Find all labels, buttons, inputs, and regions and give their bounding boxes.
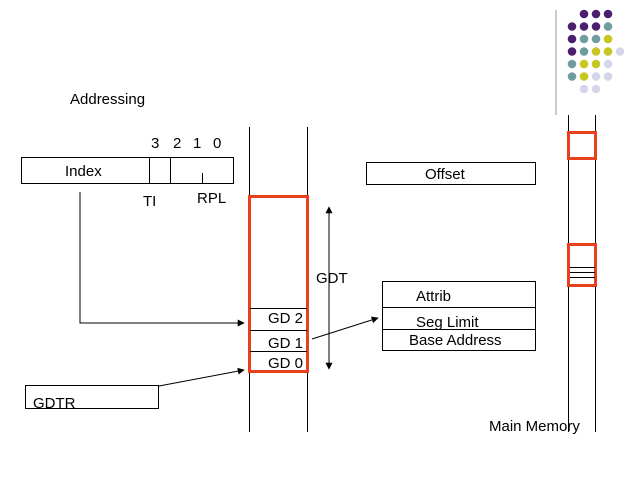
decor-dot: [591, 84, 601, 94]
gdt-row-divider-2: [250, 330, 307, 331]
memory-segment-line-1: [570, 267, 595, 268]
decor-dot: [579, 59, 589, 69]
gd1-to-descriptor-arrow: [311, 316, 379, 340]
descriptor-attrib-field: [382, 281, 536, 308]
decor-dot: [567, 47, 577, 56]
memory-highlight-segment: [567, 243, 597, 287]
selector-index-label: Index: [65, 163, 102, 180]
decor-dot: [603, 59, 613, 69]
selector-rpl-label: RPL: [197, 190, 227, 207]
decor-dot: [603, 72, 613, 81]
selector-divider-ti-right: [170, 157, 171, 184]
bit-label-0: 0: [213, 135, 222, 152]
decor-dot: [591, 34, 601, 44]
decor-dot: [567, 72, 577, 81]
memory-highlight-offset: [567, 131, 597, 160]
gdtr-label: GDTR: [33, 395, 76, 412]
gdt-row-divider-3: [250, 351, 307, 352]
selector-divider-ti-left: [149, 157, 150, 184]
decor-dot: [591, 59, 601, 69]
descriptor-attrib-label: Attrib: [416, 288, 452, 305]
decor-dot: [567, 59, 577, 69]
descriptor-base-label: Base Address: [409, 332, 502, 349]
gdtr-register: [25, 385, 159, 409]
gdt-entry-gd2: GD 2: [268, 310, 304, 327]
decor-dot: [579, 9, 589, 19]
selector-register: [21, 157, 234, 184]
decor-dot: [579, 34, 589, 44]
decor-dot: [591, 47, 601, 56]
decor-dot: [591, 22, 601, 31]
decor-dots: [567, 9, 625, 94]
rpl-pointer-line: [202, 173, 203, 184]
decor-dot: [567, 22, 577, 31]
descriptor-base-field: [382, 329, 536, 351]
decor-dot: [579, 47, 589, 56]
bit-label-2: 2: [173, 135, 182, 152]
gdtr-to-gdt-arrow: [158, 367, 245, 387]
decor-dot: [579, 22, 589, 31]
decor-dot: [591, 72, 601, 81]
selector-ti-label: TI: [143, 193, 157, 210]
decor-dot: [567, 34, 577, 44]
decor-dot: [603, 9, 613, 19]
bit-label-3: 3: [151, 135, 160, 152]
decor-dot: [603, 22, 613, 31]
descriptor-limit-label: Seg Limit: [416, 314, 479, 331]
gdt-highlight-box: [248, 195, 309, 373]
diagram-title: Addressing: [70, 91, 146, 108]
decor-dot: [603, 47, 613, 56]
decor-dot: [579, 72, 589, 81]
gdt-entry-gd1: GD 1: [268, 335, 304, 352]
main-memory-label: Main Memory: [489, 418, 580, 435]
decor-dot: [615, 47, 625, 56]
index-to-gdt-arrow: [79, 192, 245, 327]
memory-segment-line-3: [570, 277, 595, 278]
offset-register: [366, 162, 536, 185]
decor-dot: [579, 84, 589, 94]
offset-label: Offset: [425, 166, 465, 183]
decor-dot: [603, 34, 613, 44]
memory-segment-line-2: [570, 272, 595, 273]
gdt-entry-gd0: GD 0: [268, 355, 304, 372]
bit-label-1: 1: [193, 135, 202, 152]
decor-dot: [591, 9, 601, 19]
gdt-row-divider-1: [250, 308, 307, 309]
